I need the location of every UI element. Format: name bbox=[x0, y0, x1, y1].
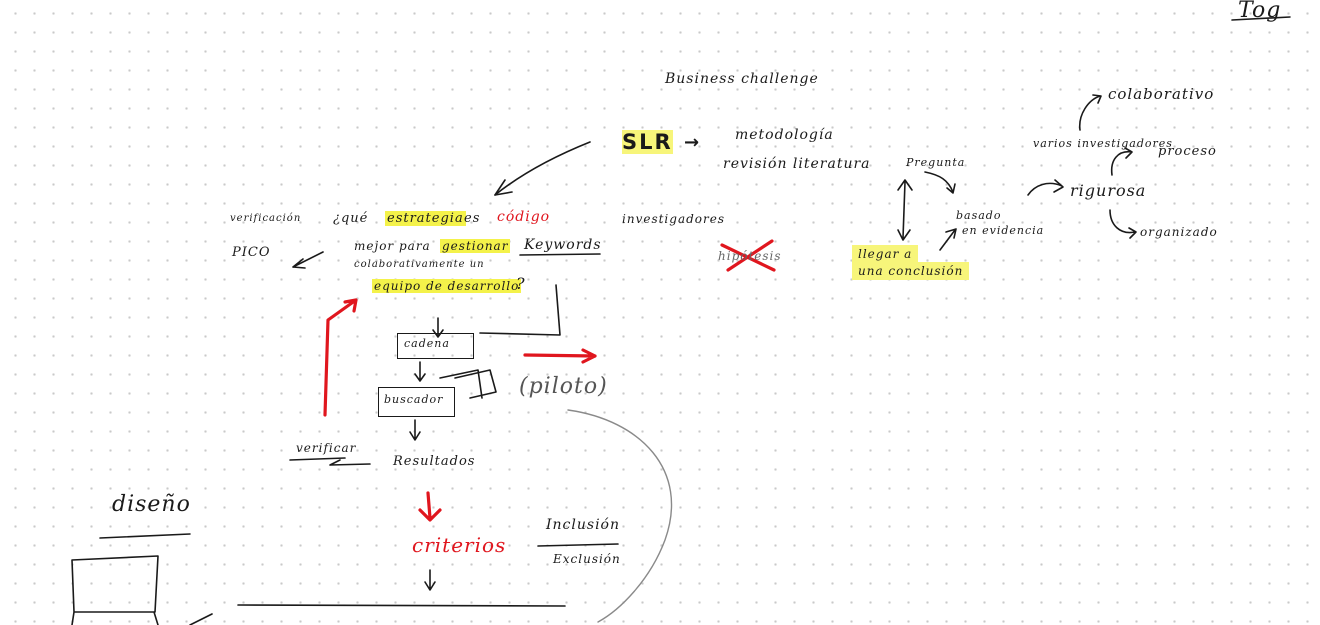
stacked-card-1 bbox=[454, 369, 497, 399]
process-label: proceso bbox=[1158, 144, 1217, 159]
pico-label: PICO bbox=[232, 245, 271, 260]
pico-arrow bbox=[292, 251, 324, 269]
question-line2: mejor para bbox=[354, 239, 431, 253]
slr-label: SLR bbox=[622, 130, 673, 154]
chain-box bbox=[397, 333, 474, 359]
keywords-label: Keywords bbox=[524, 237, 602, 253]
bottom-line bbox=[237, 604, 566, 607]
inclusion-label: Inclusión bbox=[546, 517, 620, 533]
design-underline bbox=[99, 533, 191, 539]
slr-definition-2: revisión literatura bbox=[723, 156, 871, 172]
question-line3: colaborativamente un bbox=[354, 259, 485, 270]
organized-label: organizado bbox=[1140, 225, 1218, 239]
conclusion-highlight: llegar a una conclusión bbox=[852, 245, 970, 280]
feedback-red-arrow bbox=[323, 298, 358, 417]
question-opener: ¿qué bbox=[333, 211, 369, 226]
criteria-label: criterios bbox=[412, 533, 507, 557]
evidence-to-rigorous bbox=[1027, 179, 1064, 196]
code-annotation: código bbox=[497, 209, 551, 225]
results-red-arrow bbox=[418, 491, 442, 522]
exclusion-label: Exclusión bbox=[553, 552, 621, 566]
search-box bbox=[378, 387, 455, 417]
rigorous-label: rigurosa bbox=[1070, 181, 1147, 200]
cross-out-mark bbox=[720, 239, 776, 272]
verify-underline bbox=[289, 457, 346, 461]
question-concept: Pregunta bbox=[906, 156, 966, 169]
question-mark: ? bbox=[516, 274, 526, 293]
verify-label: verificar bbox=[296, 441, 357, 455]
question-team: equipo de desarrollo bbox=[372, 279, 522, 293]
design-sketch bbox=[71, 555, 213, 625]
evidence-line-2: en evidencia bbox=[962, 224, 1045, 237]
search-label: buscador bbox=[384, 393, 444, 406]
question-es: es bbox=[464, 211, 481, 226]
chain-label: cadena bbox=[404, 337, 450, 350]
page-title: Business challenge bbox=[665, 71, 819, 87]
pilot-label: (piloto) bbox=[519, 374, 608, 399]
slr-arrow-icon: → bbox=[684, 132, 702, 153]
slr-definition-1: metodología bbox=[735, 127, 834, 143]
design-label: diseño bbox=[112, 492, 191, 517]
results-label: Resultados bbox=[393, 454, 476, 469]
keywords-underline bbox=[519, 253, 601, 256]
question-manage: gestionar bbox=[440, 239, 511, 253]
researchers-label: investigadores bbox=[622, 212, 726, 226]
question-conclusion-arrow bbox=[897, 179, 913, 241]
page-label: Tog bbox=[1238, 0, 1282, 23]
tog-underline bbox=[1231, 16, 1291, 21]
several-researchers-label: varios investigadores bbox=[1033, 137, 1173, 150]
criteria-divider bbox=[537, 543, 619, 547]
pilot-loop bbox=[567, 409, 673, 623]
pilot-red-arrow bbox=[523, 348, 597, 364]
keywords-to-chain bbox=[479, 284, 561, 336]
evidence-line-1: basado bbox=[956, 209, 1002, 222]
slr-to-question-arrow bbox=[494, 141, 591, 196]
collaborative-label: colaborativo bbox=[1108, 85, 1215, 103]
crossed-word: hipótesis bbox=[718, 249, 782, 263]
question-strategy: estrategia bbox=[385, 211, 466, 226]
verification-label: verificación bbox=[230, 213, 302, 224]
